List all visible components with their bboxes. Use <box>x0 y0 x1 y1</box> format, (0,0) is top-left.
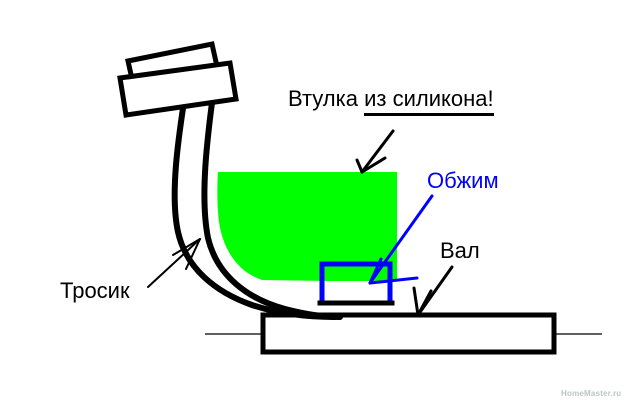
shaft-arrow <box>412 265 454 317</box>
watermark: HomeMaster.ru <box>561 389 622 398</box>
label-cable: Тросик <box>60 278 130 303</box>
silicone-sleeve <box>217 172 397 281</box>
label-silicone-sleeve-part1: Втулка <box>288 86 358 111</box>
label-silicone-sleeve: Втулка из силикона! <box>288 86 494 116</box>
handle-bar-front <box>117 60 239 118</box>
crimp-arrow <box>368 194 434 285</box>
label-silicone-sleeve-part2: из силикона! <box>364 86 494 116</box>
label-crimp: Обжим <box>427 168 499 193</box>
cable-arrow <box>147 238 201 288</box>
crimp-clamp <box>319 261 393 305</box>
cable-curve-inner <box>201 92 343 320</box>
sleeve-arrow <box>355 129 395 174</box>
label-shaft: Вал <box>440 238 480 263</box>
shaft-bar <box>260 312 557 355</box>
